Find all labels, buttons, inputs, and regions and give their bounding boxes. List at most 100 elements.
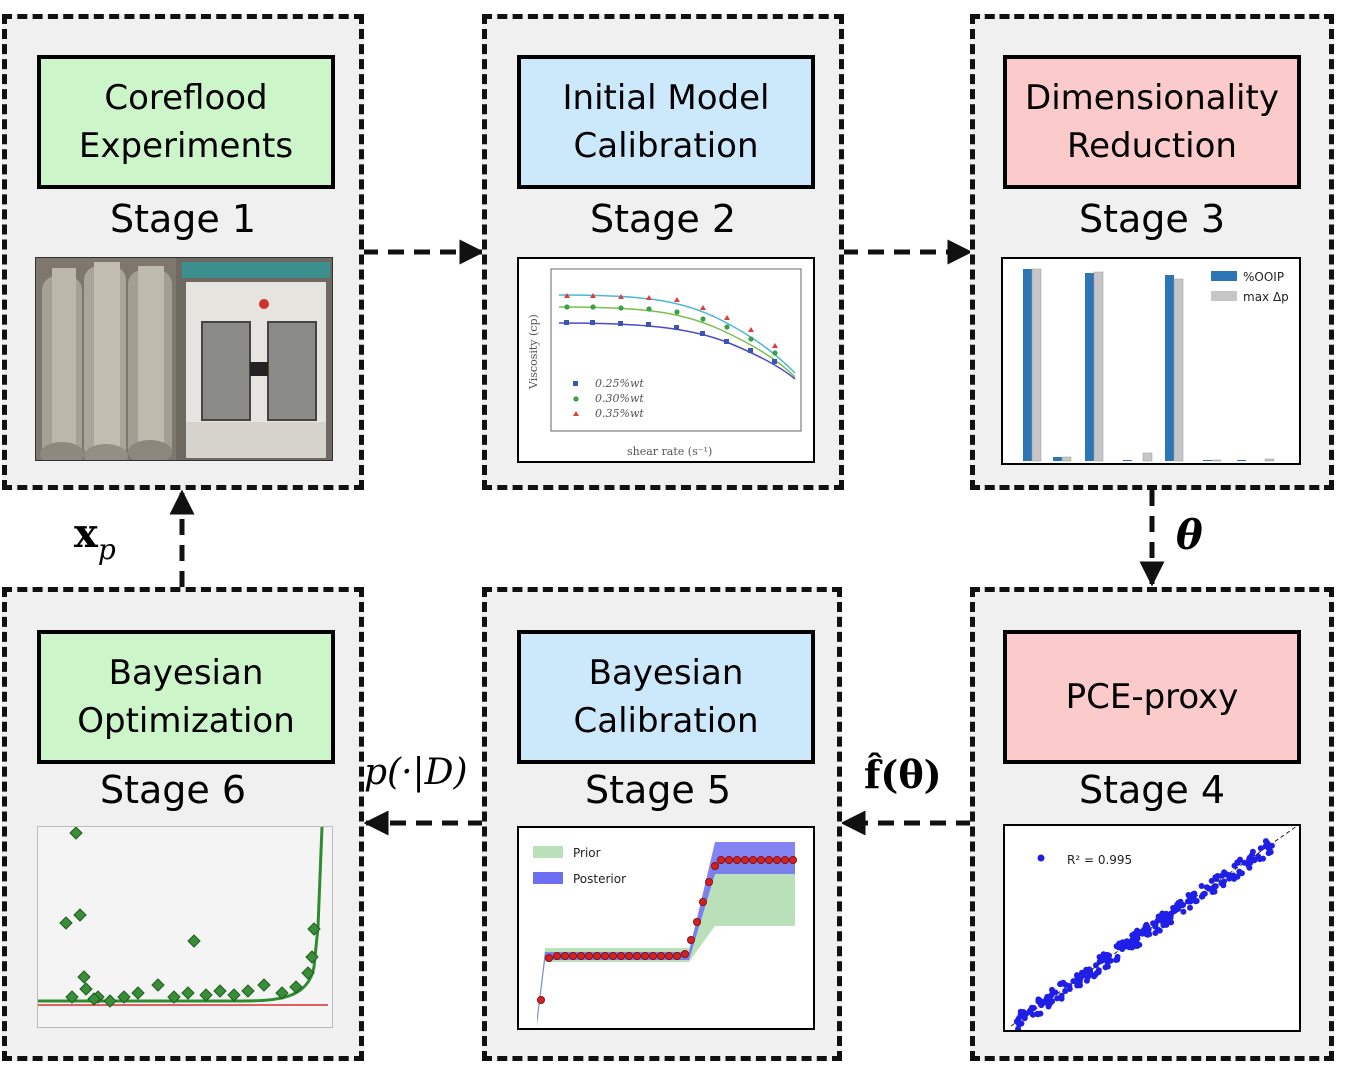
parity-point [1190, 893, 1197, 900]
markers-025 [564, 320, 777, 364]
calibration-legend: Prior Posterior [533, 846, 626, 886]
surrogate-f-hat-label: f̂(θ) [864, 752, 942, 797]
optimum-curve [38, 827, 324, 1003]
stage-5-title-line-2: Calibration [573, 701, 759, 741]
stage-4-parity-plot: R² = 0.995 [1003, 824, 1301, 1032]
parity-point [1155, 913, 1162, 920]
parity-point [1218, 880, 1225, 887]
xp-subscript: p [97, 533, 116, 566]
stage-3-title-line-2: Reduction [1067, 126, 1237, 166]
stage-5-panel: Bayesian Calibration Stage 5 Prior [482, 587, 842, 1061]
parity-point [1014, 1018, 1020, 1025]
parity-point [1226, 875, 1233, 882]
parity-point [1134, 935, 1141, 942]
parity-point [1135, 930, 1142, 937]
parity-point [1074, 972, 1080, 979]
parity-point [1021, 1014, 1028, 1021]
parity-point [1245, 861, 1252, 867]
parity-points [1014, 838, 1275, 1030]
parity-point [1180, 908, 1187, 915]
parity-point [1029, 1011, 1036, 1018]
theta-label: θ [1176, 512, 1203, 559]
stage-2-panel: Initial Model Calibration Stage 2 Viscos… [482, 14, 844, 490]
parity-point [1255, 853, 1262, 860]
observed-points [536, 855, 797, 1004]
parity-point [1095, 969, 1102, 976]
parity-point [1017, 1008, 1024, 1015]
parity-point [1114, 953, 1121, 960]
stage-6-panel: Bayesian Optimization Stage 6 [2, 587, 364, 1061]
parity-point [1246, 854, 1253, 861]
parity-point [1048, 992, 1055, 999]
parity-point [1146, 931, 1153, 938]
stage-5-calibration-plot: Prior Posterior [517, 826, 815, 1030]
stage-5-label: Stage 5 [584, 768, 732, 812]
oven-apparatus [182, 262, 330, 458]
stage-1-panel: Coreflood Experiments Stage 1 [2, 14, 364, 490]
parity-point [1115, 944, 1122, 951]
parity-point [1249, 848, 1256, 855]
parity-point [1057, 980, 1064, 987]
parity-point [1049, 986, 1055, 993]
fit-curve-035 [558, 294, 796, 374]
legend-posterior: Posterior [573, 872, 626, 886]
parity-point [1184, 898, 1191, 905]
legend-030: 0.30%wt [595, 392, 644, 405]
parity-point [1187, 904, 1193, 911]
parity-point [1222, 871, 1229, 878]
parity-point [1236, 868, 1243, 875]
bar-chart-legend: %OOIP max Δp [1211, 270, 1289, 304]
parity-point [1123, 938, 1130, 945]
core-samples [40, 262, 172, 460]
parity-point [1203, 884, 1210, 891]
shear-rate-x-label: shear rate (s⁻¹) [627, 445, 712, 458]
xp-main: x [74, 510, 98, 557]
posterior-label: p(·|D) [364, 752, 468, 793]
parity-point [1185, 892, 1192, 898]
markers-030 [564, 304, 778, 356]
parity-point [1086, 970, 1093, 977]
stage-1-label: Stage 1 [109, 197, 257, 241]
parity-point [1018, 1020, 1025, 1027]
parity-point [1126, 944, 1133, 951]
parity-point [1083, 977, 1090, 984]
parity-point [1104, 959, 1111, 966]
legend-025: 0.25%wt [595, 377, 644, 390]
stage-6-title-line-1: Bayesian [108, 653, 264, 693]
parity-point [1198, 883, 1205, 889]
parity-point [1129, 932, 1136, 939]
parity-point [1091, 973, 1098, 980]
stage-3-label: Stage 3 [1078, 197, 1226, 241]
parity-point [1150, 920, 1157, 927]
parity-point [1160, 922, 1167, 929]
viscosity-legend: 0.25%wt 0.30%wt 0.35%wt [573, 377, 644, 420]
parity-point [1134, 941, 1141, 947]
parity-point [1038, 1002, 1045, 1009]
bars-max-dp [1031, 268, 1275, 462]
stage-2-viscosity-plot: Viscosity (cp) shear rate (s⁻¹) [517, 257, 815, 463]
parity-point [1073, 978, 1080, 985]
parity-point [1174, 901, 1181, 908]
parity-point [1028, 1004, 1035, 1011]
parity-point [1180, 902, 1186, 908]
legend-prior: Prior [573, 846, 601, 860]
stage-2-title-line-2: Calibration [573, 126, 759, 166]
stage-3-bar-chart: %OOIP max Δp [1001, 257, 1301, 465]
stage-3-title-line-1: Dimensionality [1025, 78, 1279, 118]
stage-2-title-box: Initial Model Calibration [517, 55, 815, 189]
stage-4-title-box: PCE-proxy [1003, 630, 1301, 764]
parity-point [1015, 1026, 1021, 1030]
posterior-band [537, 842, 795, 1024]
parity-point [1198, 893, 1205, 900]
parity-point [1161, 913, 1168, 920]
stage-6-optimization-plot [37, 826, 333, 1028]
viscosity-y-label: Viscosity (cp) [527, 314, 540, 390]
parity-point [1209, 889, 1216, 895]
markers-035 [564, 293, 778, 348]
stage-2-title-line-1: Initial Model [562, 78, 770, 118]
stage-5-title-line-1: Bayesian [588, 653, 744, 693]
parity-point [1267, 849, 1274, 856]
stage-3-panel: Dimensionality Reduction Stage 3 [970, 14, 1334, 490]
stage-6-title-box: Bayesian Optimization [37, 630, 335, 764]
